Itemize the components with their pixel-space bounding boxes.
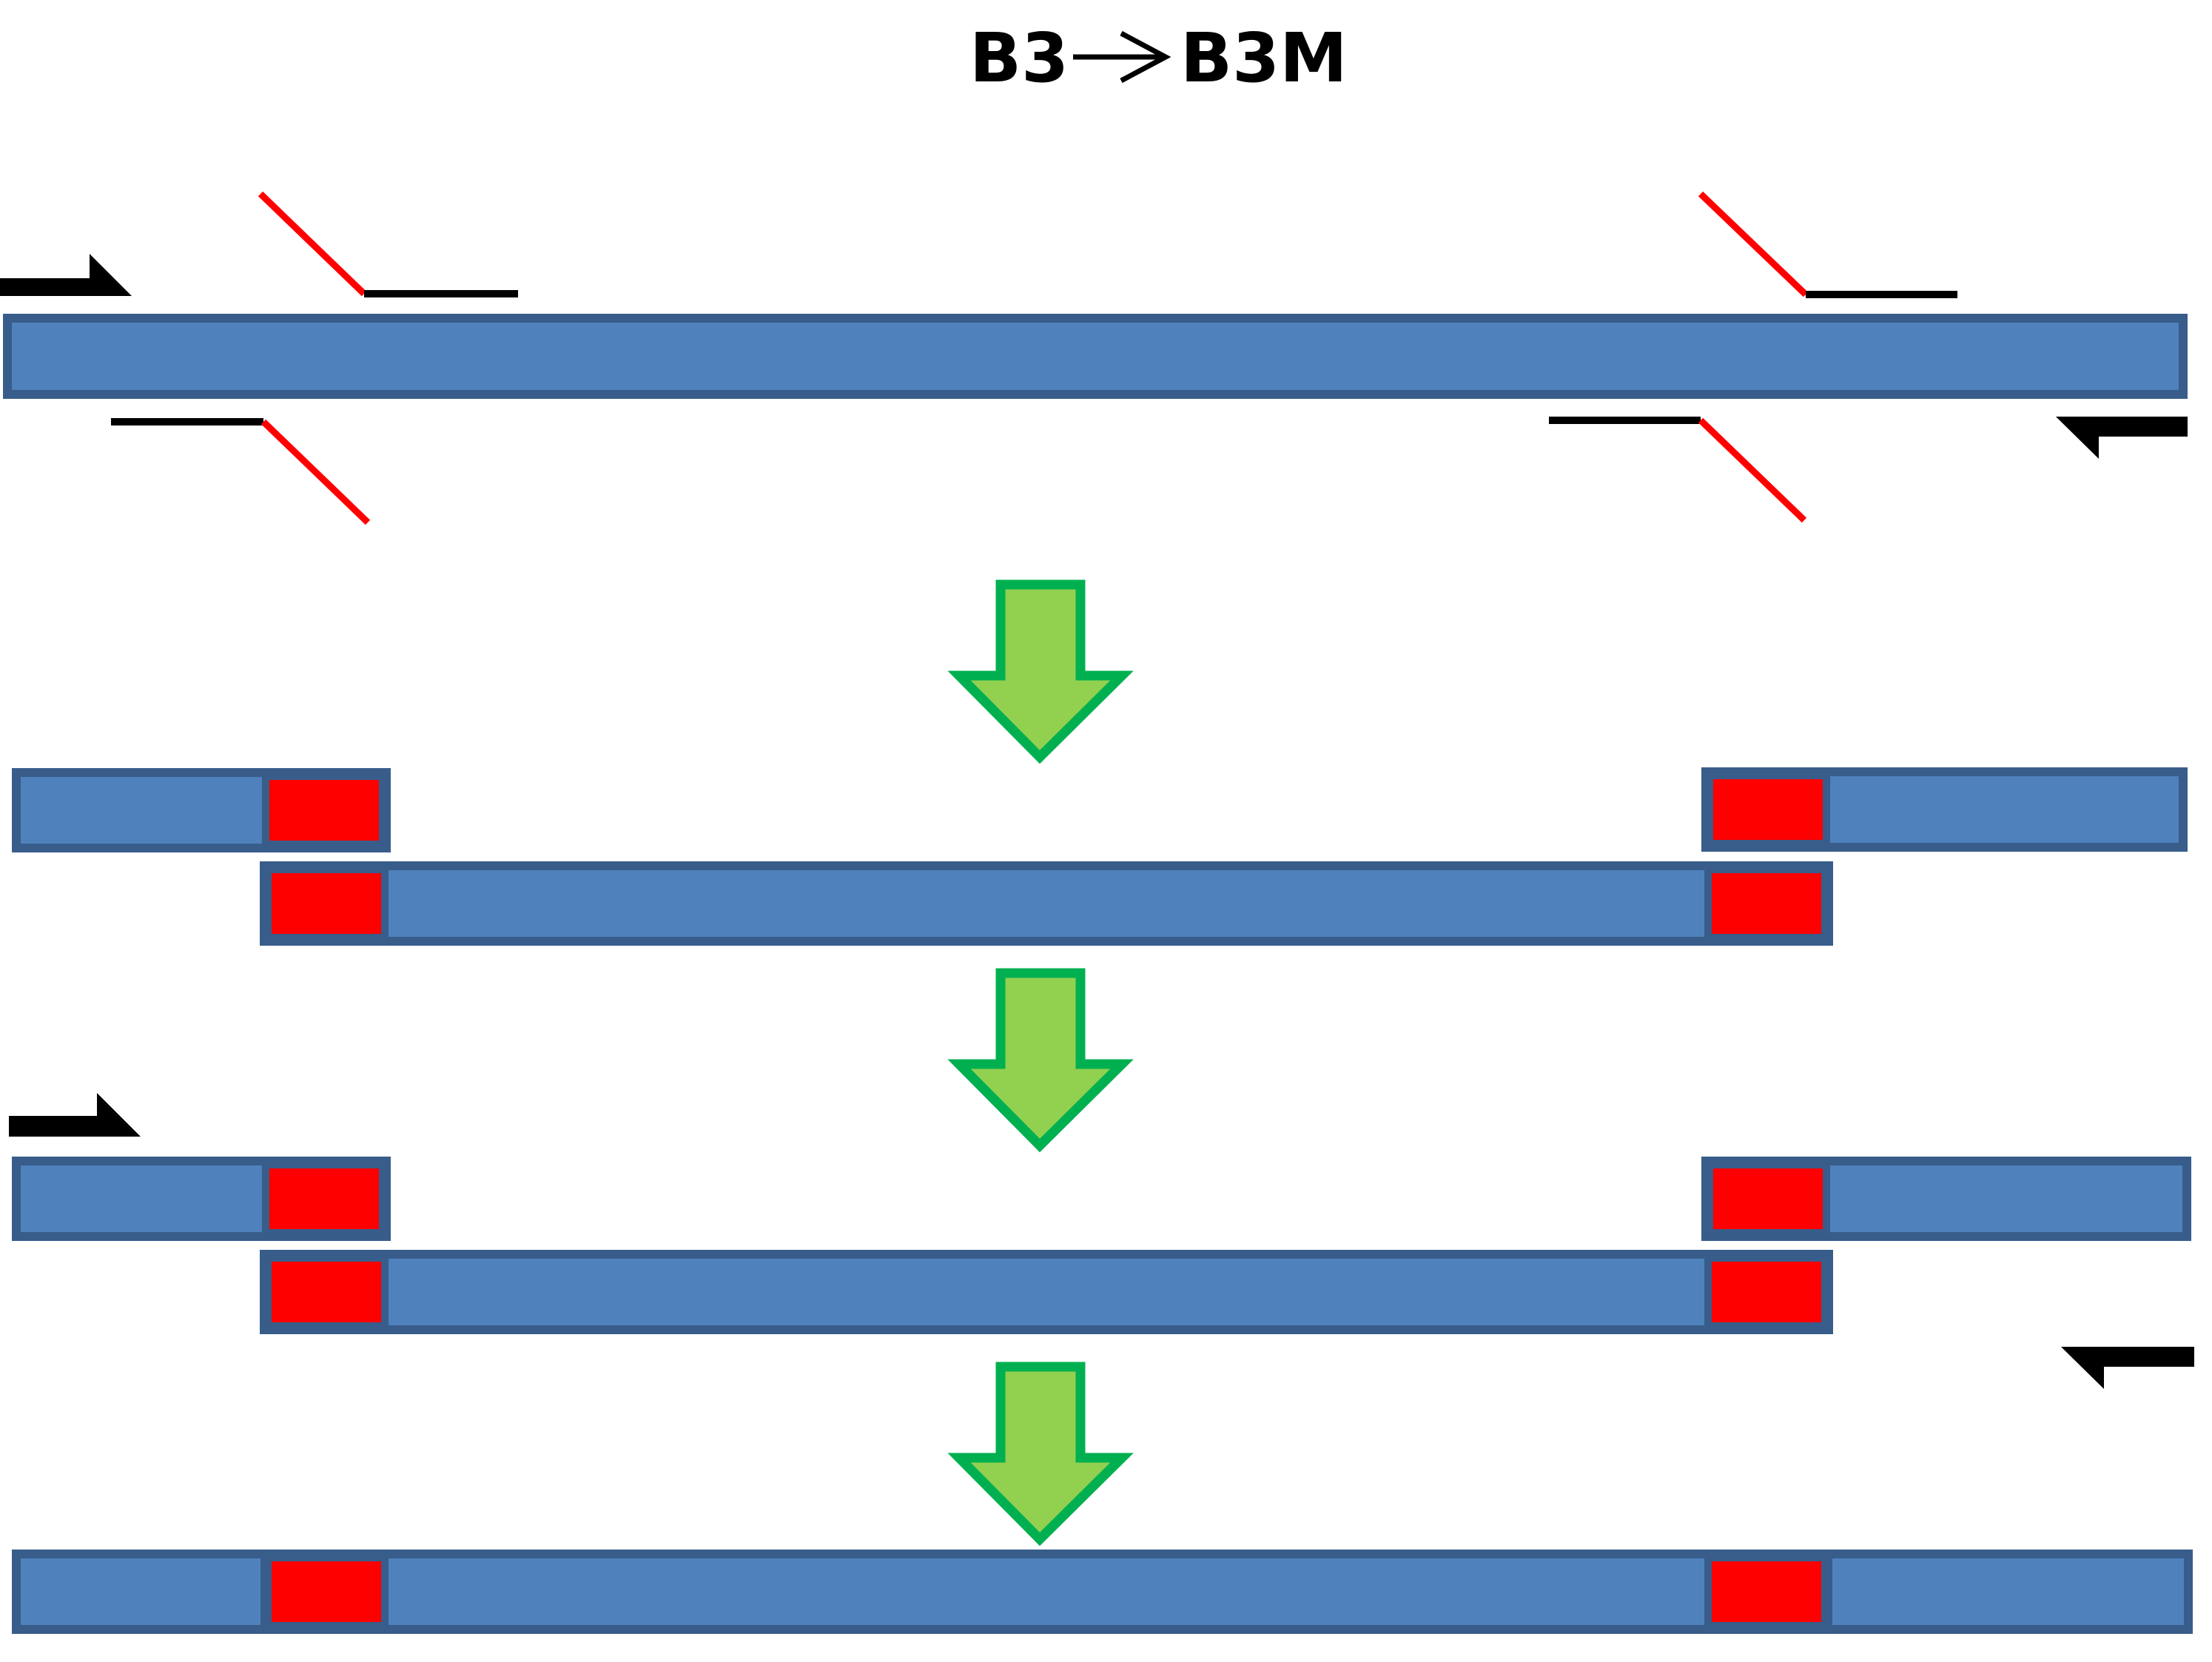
mutation-block bbox=[1706, 1161, 1830, 1237]
middle-fragment bbox=[260, 1250, 1833, 1334]
step-arrow-down-icon-1 bbox=[947, 579, 1134, 764]
stage-overlap-extension bbox=[9, 1093, 2194, 1389]
left-fragment bbox=[12, 1157, 391, 1241]
middle-fragment bbox=[260, 861, 1833, 946]
stage-first-round-products bbox=[12, 767, 2188, 946]
title-arrow-icon bbox=[1073, 30, 1171, 84]
mutation-block bbox=[264, 866, 389, 941]
right-fragment bbox=[1701, 767, 2188, 852]
title-to-label: B3M bbox=[1180, 18, 1348, 98]
outer-reverse-primer-icon bbox=[2061, 1347, 2194, 1389]
mutation-block bbox=[1704, 1554, 1829, 1629]
mutagenic-primer-top-right bbox=[1698, 191, 1957, 298]
stage-template bbox=[0, 191, 2188, 525]
mutation-block bbox=[1706, 772, 1830, 847]
diagram-title: B3 B3M bbox=[969, 18, 1348, 98]
mutation-block bbox=[262, 773, 386, 848]
mutagenic-primer-bottom-left bbox=[111, 418, 371, 525]
left-fragment bbox=[12, 768, 391, 852]
step-arrow-down-icon-3 bbox=[947, 1362, 1134, 1547]
title-from-label: B3 bbox=[969, 18, 1069, 98]
right-fragment bbox=[1701, 1157, 2191, 1241]
mutagenic-primer-bottom-right bbox=[1549, 417, 1807, 523]
mutation-block bbox=[1704, 866, 1829, 941]
step-arrow-down-icon-2 bbox=[947, 968, 1134, 1153]
template-strand bbox=[3, 314, 2188, 399]
mutation-block bbox=[264, 1254, 389, 1330]
outer-forward-primer-icon bbox=[9, 1093, 141, 1137]
stage-final-product bbox=[12, 1550, 2193, 1634]
mutation-block bbox=[262, 1161, 386, 1237]
mutation-block bbox=[264, 1554, 389, 1629]
outer-forward-primer-icon bbox=[0, 254, 132, 296]
mutation-block bbox=[1704, 1254, 1829, 1330]
mutagenic-primer-top-left bbox=[258, 191, 518, 297]
outer-reverse-primer-icon bbox=[2056, 417, 2188, 459]
